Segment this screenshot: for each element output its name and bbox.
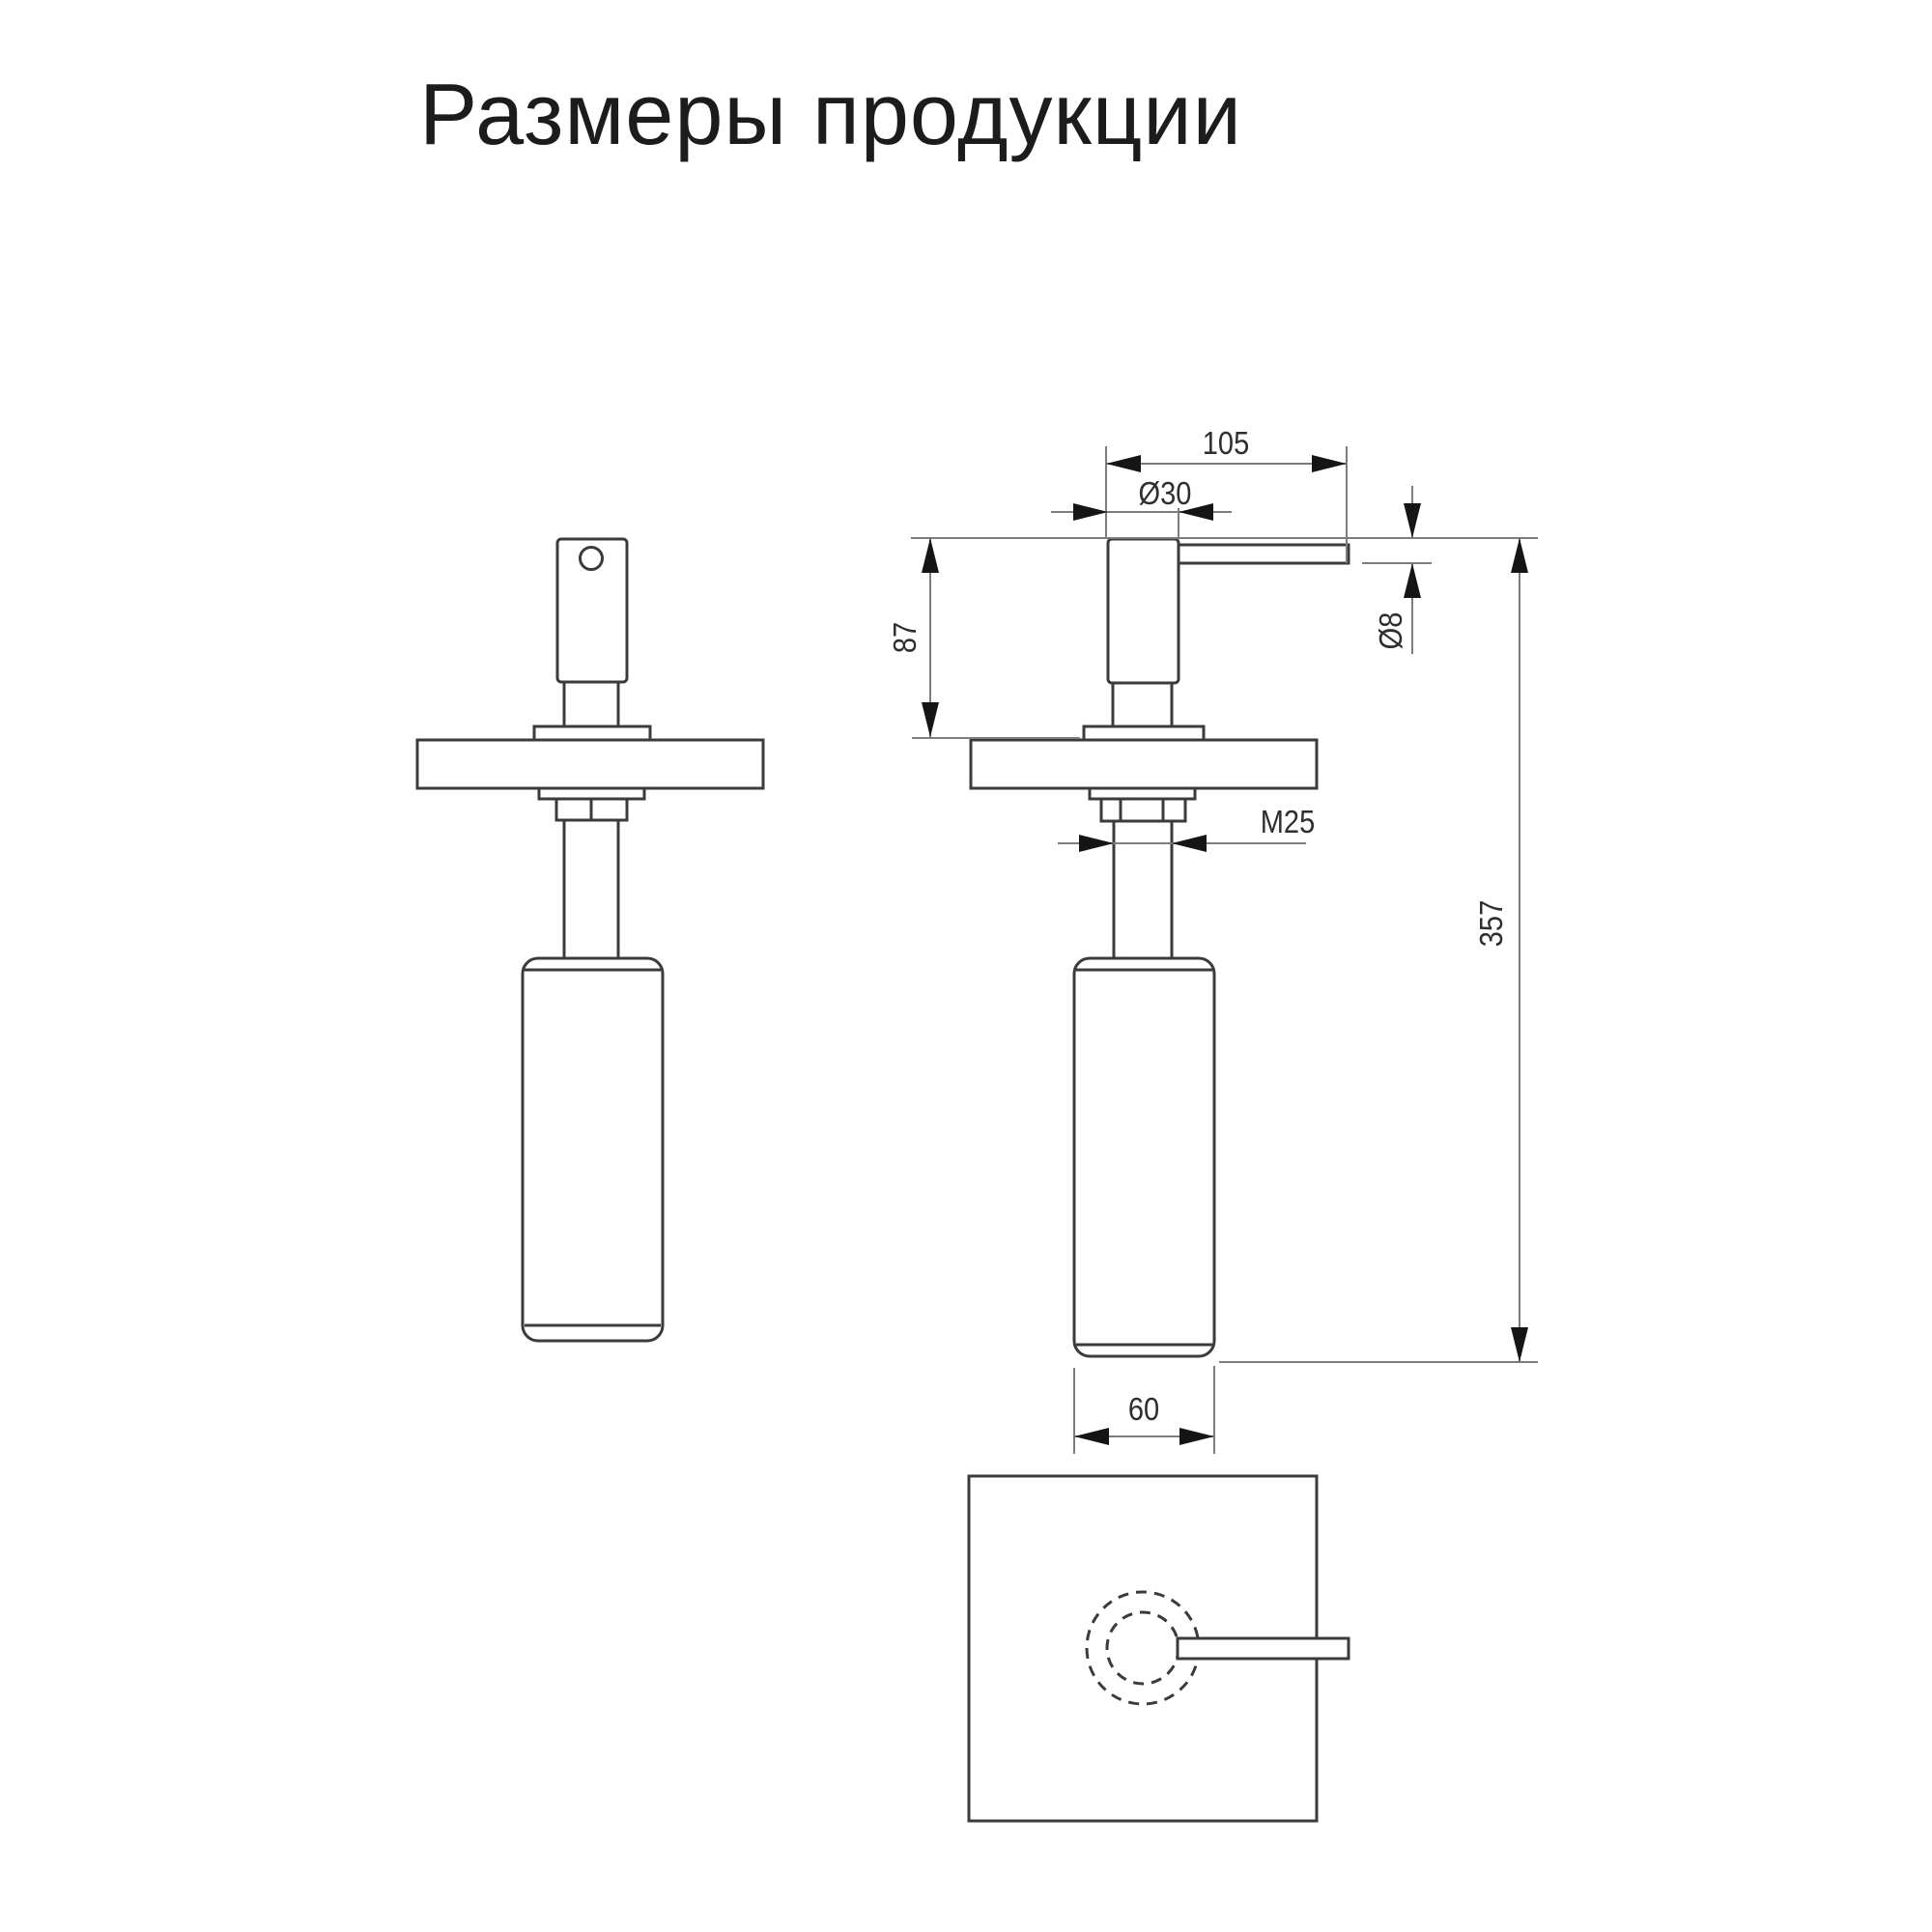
arrow-105-right [1312,455,1347,472]
arrow-87-top [922,538,939,573]
dim-label-pump-head-diameter: Ø30 [1138,475,1192,511]
front-neck [562,682,620,726]
side-deck-plate [969,738,1319,790]
top-view [967,1474,1350,1823]
side-hex-nut [1099,797,1187,823]
front-pump-head [555,537,629,684]
dim-label-thread-size: M25 [1260,804,1316,839]
side-spout [1177,543,1350,565]
front-trim-ring [532,724,652,742]
dimension-lines [922,455,1528,1445]
side-bottle [1072,956,1216,1358]
arrow-d30-left [1073,503,1108,521]
side-hex-nut-facets [1119,799,1165,821]
side-view [969,537,1350,1358]
front-bottle-caps [525,968,661,1327]
arrow-m25-left [1079,835,1114,852]
arrow-60-left [1074,1428,1109,1445]
top-spout [1176,1636,1350,1661]
arrow-m25-right [1172,835,1207,852]
dim-label-spout-tube-diameter: Ø8 [1373,611,1408,650]
side-neck [1111,683,1174,726]
side-trim-ring [1082,724,1206,742]
arrow-105-left [1106,455,1141,472]
dim-label-spout-reach: 105 [1202,425,1250,461]
front-view [415,537,765,1343]
arrow-357-top [1511,538,1528,573]
front-threaded-tube [562,820,620,958]
arrow-87-bottom [922,702,939,737]
arrow-d30-right [1179,503,1213,521]
arrow-d8-bottom [1404,563,1421,598]
front-nut-flange [537,786,646,801]
dim-label-bottle-diameter: 60 [1127,1391,1160,1427]
page-title: Размеры продукции [419,67,1242,163]
top-pump-head-circle [1105,1610,1180,1686]
arrow-d8-top [1404,503,1421,538]
dim-label-height-above-counter: 87 [887,621,923,654]
front-bottle [521,956,665,1343]
front-spout-outlet-circle [579,546,604,571]
front-deck-plate [415,738,765,790]
arrow-60-right [1179,1428,1214,1445]
side-threaded-tube [1112,821,1174,958]
arrow-357-bottom [1511,1327,1528,1362]
dim-label-overall-height: 357 [1473,899,1509,948]
extension-lines [911,446,1538,1454]
side-nut-flange [1088,786,1197,801]
side-pump-head [1106,537,1180,685]
side-bottle-caps [1076,968,1212,1347]
